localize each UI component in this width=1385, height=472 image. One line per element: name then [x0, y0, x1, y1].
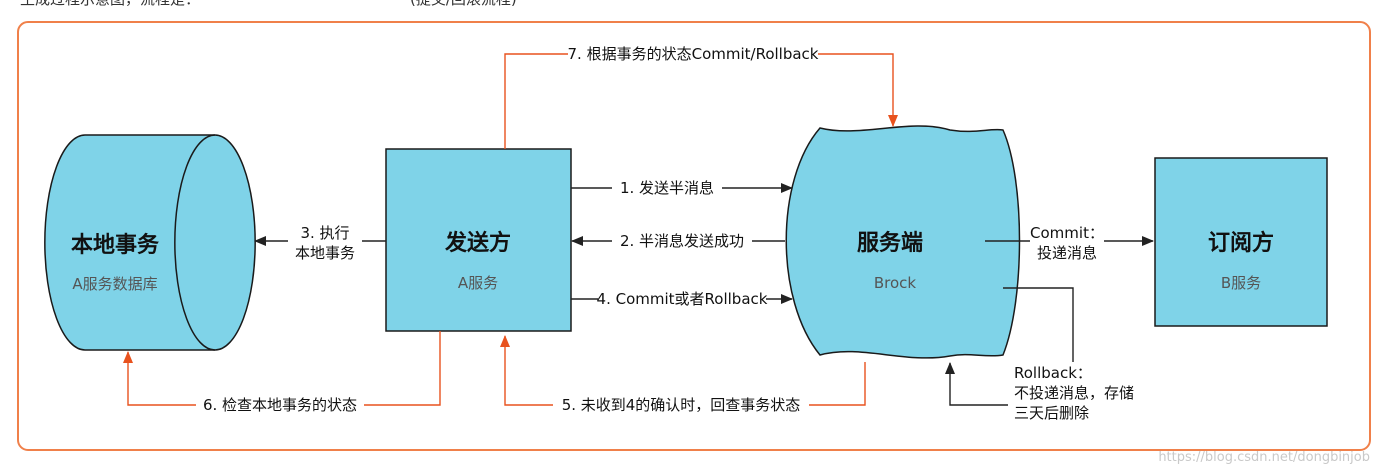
label-step5: 5. 未收到4的确认时，回查事务状态: [562, 396, 801, 414]
label-step2: 2. 半消息发送成功: [620, 232, 744, 250]
local-transaction-db-node: 本地事务 A服务数据库: [44, 134, 256, 351]
label-commit-line1: Commit：: [1030, 224, 1104, 242]
local-transaction-subtitle: A服务数据库: [72, 275, 157, 293]
outer-frame: [17, 21, 1371, 451]
label-step1: 1. 发送半消息: [620, 179, 714, 197]
label-step4: 4. Commit或者Rollback: [597, 290, 768, 308]
subscriber-subtitle: B服务: [1221, 274, 1261, 292]
label-step3-line2: 本地事务: [295, 244, 355, 262]
local-transaction-title: 本地事务: [71, 232, 160, 258]
label-rollback-line2: 不投递消息，存储: [1014, 384, 1134, 402]
server-title: 服务端: [857, 231, 923, 256]
watermark: https://blog.csdn.net/dongbinjob: [1158, 450, 1370, 465]
label-rollback-line3: 三天后删除: [1014, 404, 1089, 422]
label-rollback-line1: Rollback：: [1014, 364, 1092, 382]
header-cut-text-left: 生成过程示意图，流程是：: [20, 0, 200, 8]
label-step3-line1: 3. 执行: [300, 224, 349, 242]
sender-subtitle: A服务: [458, 274, 498, 292]
sender-node: 发送方 A服务: [385, 148, 572, 332]
label-step6: 6. 检查本地事务的状态: [203, 396, 357, 414]
sender-title: 发送方: [444, 230, 511, 256]
server-subtitle: Brock: [874, 274, 917, 292]
subscriber-title: 订阅方: [1208, 230, 1274, 256]
label-commit-line2: 投递消息: [1037, 244, 1097, 262]
server-node: 服务端 Brock: [785, 125, 1021, 359]
header-cut-text-right: (提交/回滚流程): [410, 0, 517, 8]
label-step7: 7. 根据事务的状态Commit/Rollback: [568, 45, 819, 63]
subscriber-node: 订阅方 B服务: [1154, 157, 1328, 327]
